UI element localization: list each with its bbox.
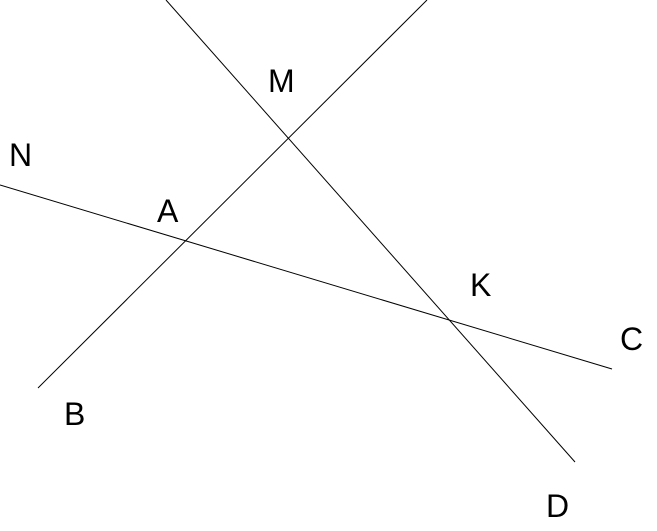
label-b: B [64,396,85,432]
label-k: K [470,267,491,303]
line-ba [37,0,428,389]
label-n: N [9,137,32,173]
label-a: A [157,193,179,229]
line-nc [0,184,613,370]
label-m: M [268,63,295,99]
label-d: D [546,488,569,524]
label-c: C [620,321,643,357]
line-md [165,0,576,463]
